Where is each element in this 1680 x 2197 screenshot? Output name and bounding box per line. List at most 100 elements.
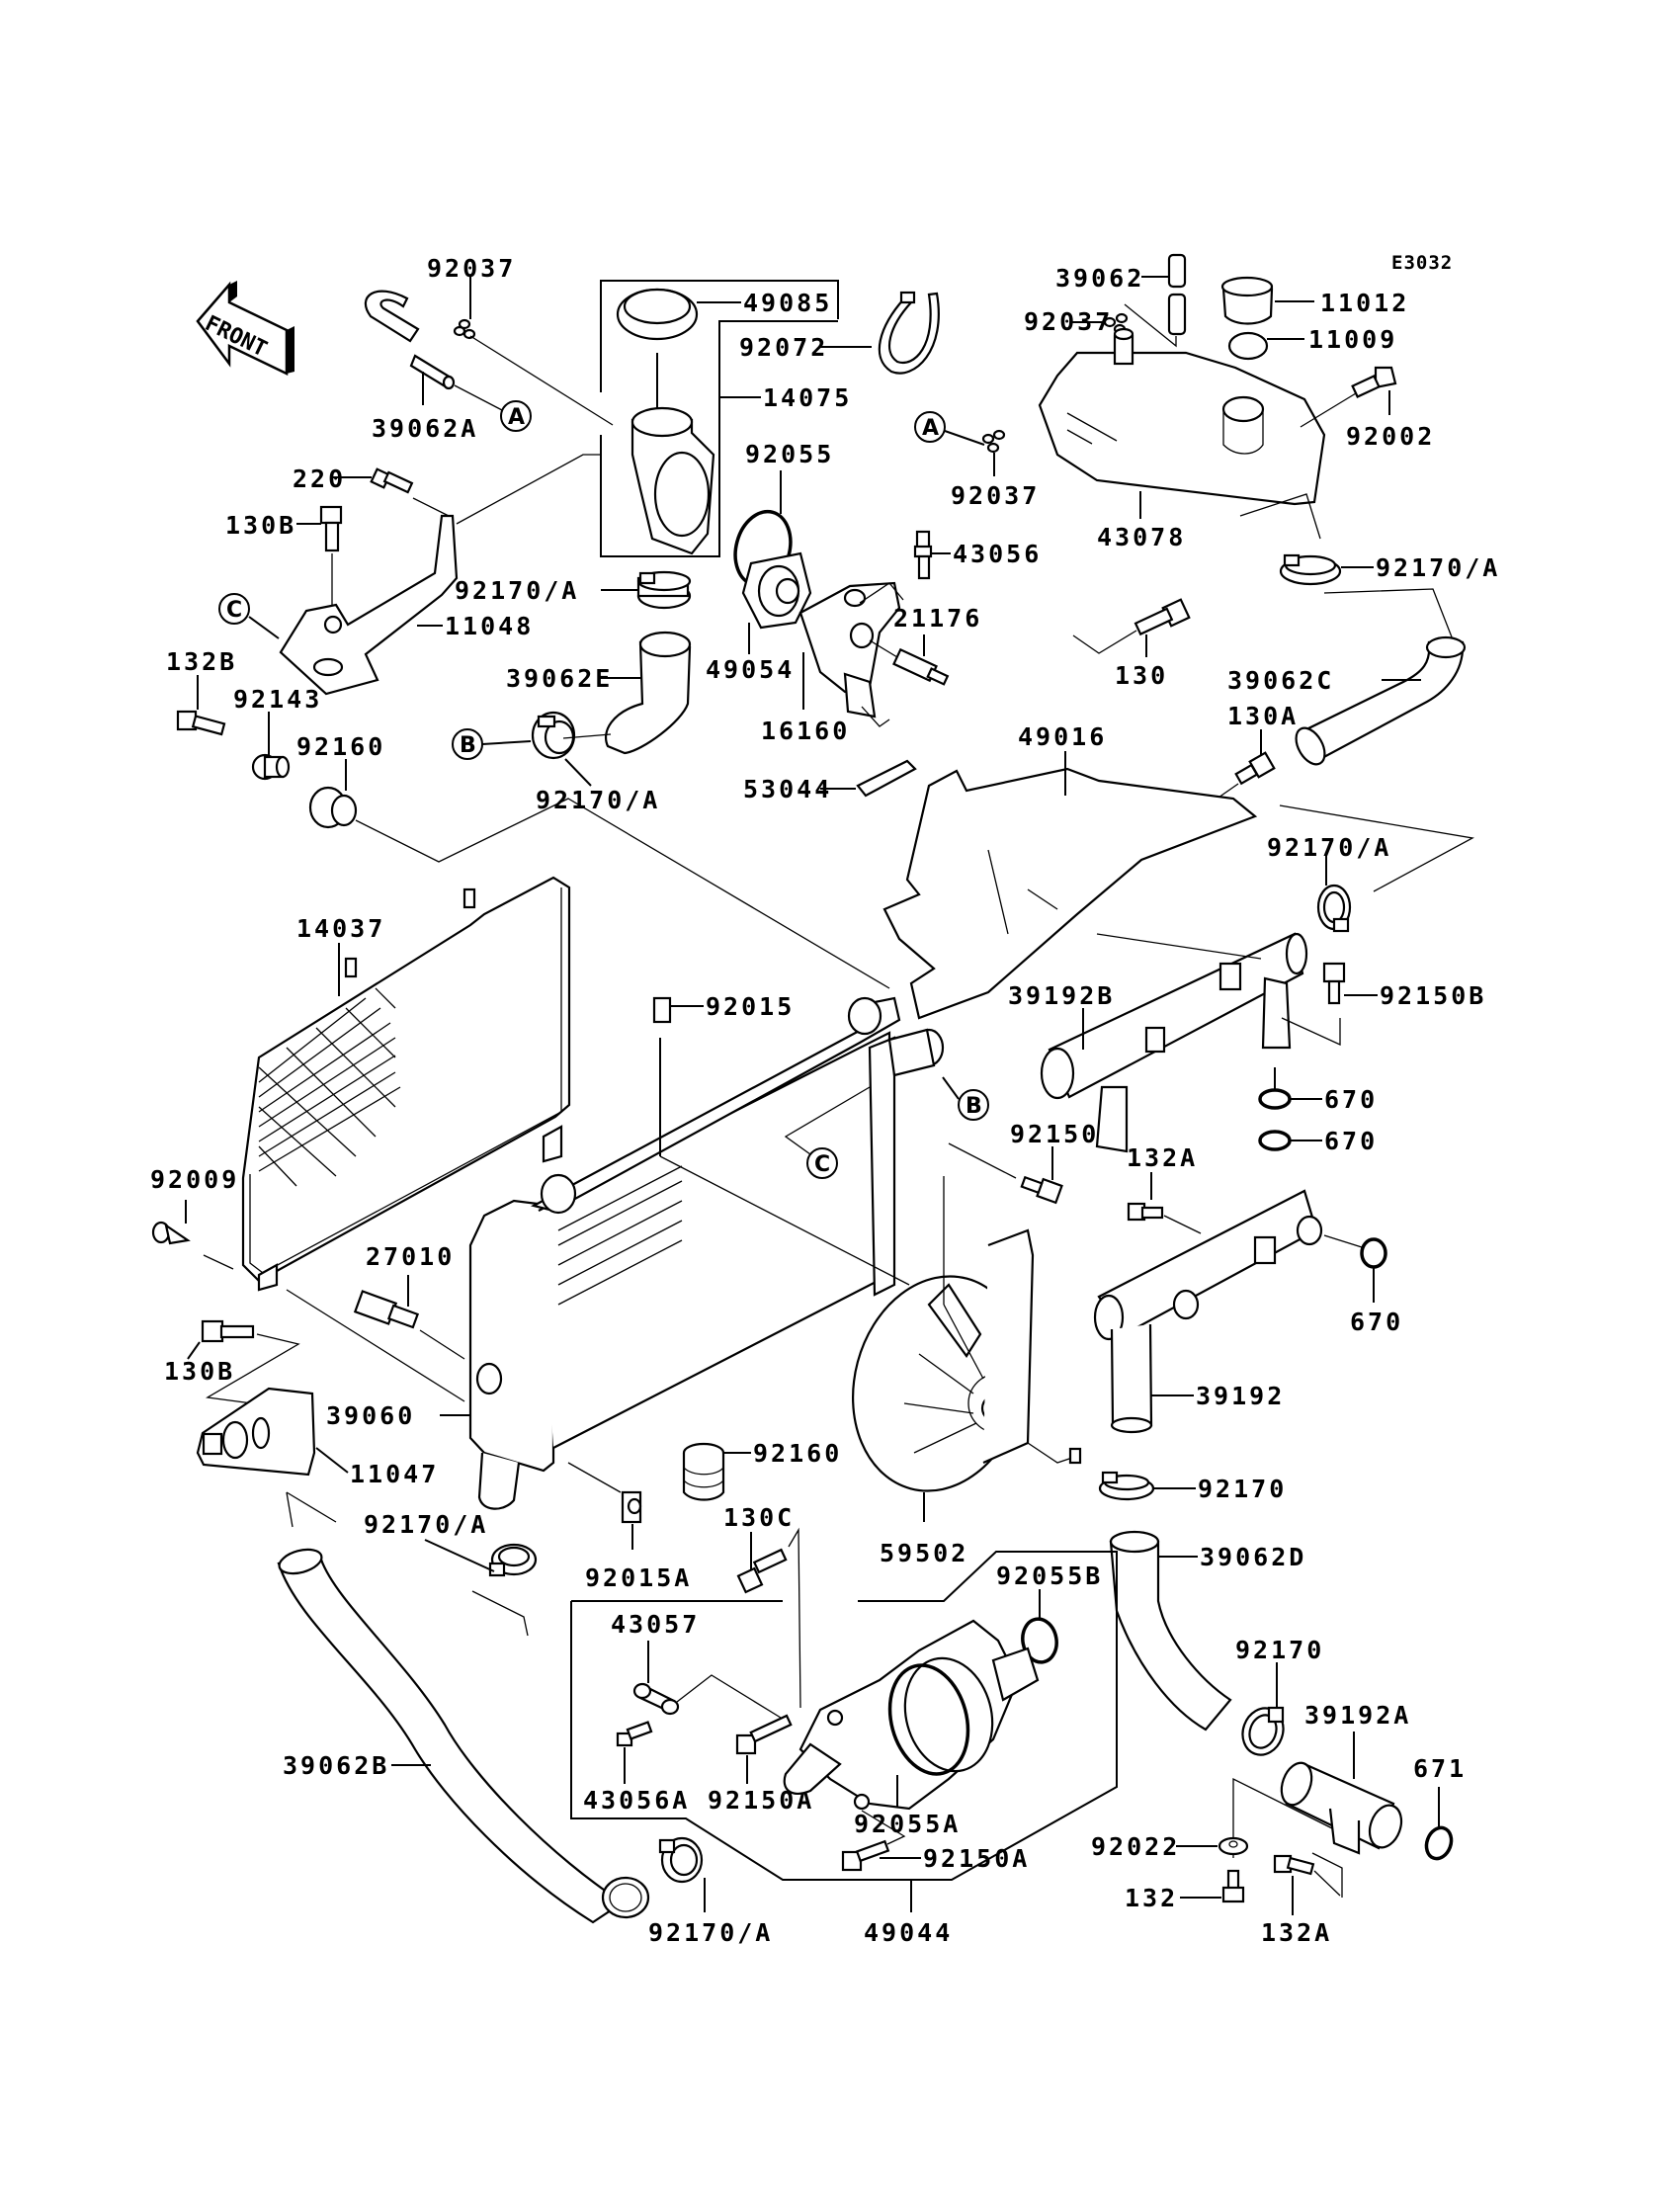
part-label-39062d[interactable]: 39062D: [1200, 1543, 1306, 1571]
bolt-92150a-1[interactable]: [735, 1714, 793, 1755]
thermostat-49054[interactable]: [741, 551, 812, 630]
part-label-92170a-3[interactable]: 92170/A: [1376, 553, 1500, 582]
part-label-92055[interactable]: 92055: [745, 440, 834, 468]
part-label-92160-low[interactable]: 92160: [753, 1439, 842, 1468]
grommet-92160-top[interactable]: [308, 786, 358, 829]
clamp-92170a-2[interactable]: [531, 711, 576, 760]
shroud-49016[interactable]: [882, 767, 1258, 1020]
part-label-670-1[interactable]: 670: [1324, 1085, 1378, 1114]
cooling-fan-59502[interactable]: [829, 1228, 1082, 1510]
grommet-92022[interactable]: [1218, 1836, 1249, 1856]
part-label-92170-2[interactable]: 92170: [1235, 1636, 1324, 1664]
clip-92015[interactable]: [652, 996, 672, 1024]
part-label-39192[interactable]: 39192: [1196, 1382, 1285, 1410]
part-label-11012[interactable]: 11012: [1320, 289, 1409, 317]
bleeder-43056a[interactable]: [616, 1721, 653, 1747]
part-label-130b-top[interactable]: 130B: [225, 511, 296, 540]
bracket-11047[interactable]: [196, 1387, 316, 1477]
radiator-screen-14037[interactable]: [241, 876, 571, 1292]
bracket-11048[interactable]: [279, 514, 459, 696]
cap-11012[interactable]: [1220, 276, 1274, 325]
clip-92037-mid[interactable]: [981, 429, 1006, 454]
part-label-11047[interactable]: 11047: [350, 1460, 439, 1488]
collar-92143[interactable]: [251, 753, 291, 781]
clamp-92170-1[interactable]: [1098, 1471, 1155, 1501]
part-label-92170a-6[interactable]: 92170/A: [648, 1918, 773, 1947]
part-label-39062[interactable]: 39062: [1055, 264, 1144, 293]
part-label-92170a-2[interactable]: 92170/A: [536, 786, 660, 814]
part-label-92170a-1[interactable]: 92170/A: [455, 576, 579, 605]
clamp-92170-2[interactable]: [1236, 1703, 1290, 1761]
part-label-670-2[interactable]: 670: [1324, 1127, 1378, 1155]
hose-39062d[interactable]: [1109, 1530, 1232, 1732]
part-label-92002[interactable]: 92002: [1346, 422, 1435, 451]
part-label-132b[interactable]: 132B: [166, 647, 237, 676]
part-label-39192b[interactable]: 39192B: [1008, 981, 1115, 1010]
tube-39062[interactable]: [1167, 253, 1187, 336]
part-label-130c[interactable]: 130C: [723, 1503, 795, 1532]
part-label-39062e[interactable]: 39062E: [506, 664, 613, 693]
bolt-130c[interactable]: [736, 1548, 788, 1594]
clamp-92170a-4[interactable]: [1316, 884, 1352, 933]
bolt-130b-top[interactable]: [319, 505, 343, 552]
part-label-16160[interactable]: 16160: [761, 717, 850, 745]
clip-92037-right[interactable]: [1103, 312, 1129, 335]
o-ring-671[interactable]: [1422, 1824, 1455, 1862]
part-label-92037-right[interactable]: 92037: [1024, 307, 1113, 336]
part-label-59502[interactable]: 59502: [880, 1539, 968, 1567]
part-label-132[interactable]: 132: [1125, 1884, 1178, 1912]
part-label-92150[interactable]: 92150: [1010, 1120, 1099, 1148]
part-label-92055b[interactable]: 92055B: [996, 1562, 1103, 1590]
part-label-92015[interactable]: 92015: [706, 992, 795, 1021]
bolt-92002[interactable]: [1351, 366, 1397, 398]
o-ring-670-1[interactable]: [1258, 1088, 1292, 1110]
bolt-130a[interactable]: [1234, 751, 1276, 786]
bolt-132b[interactable]: [176, 710, 226, 736]
part-label-132a-top[interactable]: 132A: [1127, 1143, 1198, 1172]
part-label-130a[interactable]: 130A: [1227, 702, 1299, 730]
part-label-92037[interactable]: 92037: [427, 254, 516, 283]
reservoir-tank-43078[interactable]: [1038, 327, 1326, 506]
part-label-21176[interactable]: 21176: [893, 604, 982, 633]
filler-neck-14075[interactable]: [630, 406, 715, 555]
part-label-43056a[interactable]: 43056A: [583, 1786, 690, 1815]
part-label-39192a[interactable]: 39192A: [1304, 1701, 1411, 1730]
gasket-11009[interactable]: [1227, 331, 1269, 361]
bolt-132a-low[interactable]: [1273, 1854, 1315, 1876]
radiator-39060[interactable]: [468, 996, 945, 1510]
part-label-671[interactable]: 671: [1413, 1754, 1467, 1783]
part-label-43057[interactable]: 43057: [611, 1610, 700, 1639]
part-label-132a-low[interactable]: 132A: [1261, 1918, 1332, 1947]
part-label-670-3[interactable]: 670: [1350, 1308, 1403, 1336]
bolt-132a-top[interactable]: [1127, 1202, 1164, 1222]
band-92072[interactable]: [878, 291, 940, 375]
part-label-92170a-4[interactable]: 92170/A: [1267, 833, 1391, 862]
grommet-92160-low[interactable]: [682, 1442, 725, 1501]
part-label-92055a[interactable]: 92055A: [854, 1810, 961, 1838]
hose-39062c[interactable]: [1291, 635, 1467, 769]
part-label-92150a-2[interactable]: 92150A: [923, 1844, 1030, 1873]
bolt-132[interactable]: [1221, 1869, 1245, 1903]
part-label-49085[interactable]: 49085: [743, 289, 832, 317]
part-label-43078[interactable]: 43078: [1097, 523, 1186, 551]
part-label-49054[interactable]: 49054: [706, 655, 795, 684]
part-label-43056[interactable]: 43056: [953, 540, 1042, 568]
clip-92037-left[interactable]: [453, 318, 476, 340]
clamp-92170a-5[interactable]: [488, 1543, 538, 1577]
bolt-130b-low[interactable]: [201, 1319, 255, 1343]
part-label-39060[interactable]: 39060: [326, 1401, 415, 1430]
part-label-11009[interactable]: 11009: [1308, 325, 1397, 354]
part-label-92072[interactable]: 92072: [739, 333, 828, 362]
screw-92009[interactable]: [151, 1221, 191, 1245]
fan-switch-27010[interactable]: [353, 1290, 420, 1329]
o-ring-92055b[interactable]: [1019, 1616, 1059, 1664]
part-label-92150b[interactable]: 92150B: [1380, 981, 1486, 1010]
part-label-53044[interactable]: 53044: [743, 775, 832, 803]
pipe-39192[interactable]: [1093, 1189, 1323, 1434]
part-label-49016[interactable]: 49016: [1018, 722, 1107, 751]
bolt-220[interactable]: [370, 467, 414, 494]
part-label-27010[interactable]: 27010: [366, 1242, 455, 1271]
o-ring-670-2[interactable]: [1258, 1130, 1292, 1151]
part-label-92009[interactable]: 92009: [150, 1165, 239, 1194]
hose-39062e[interactable]: [605, 631, 692, 755]
